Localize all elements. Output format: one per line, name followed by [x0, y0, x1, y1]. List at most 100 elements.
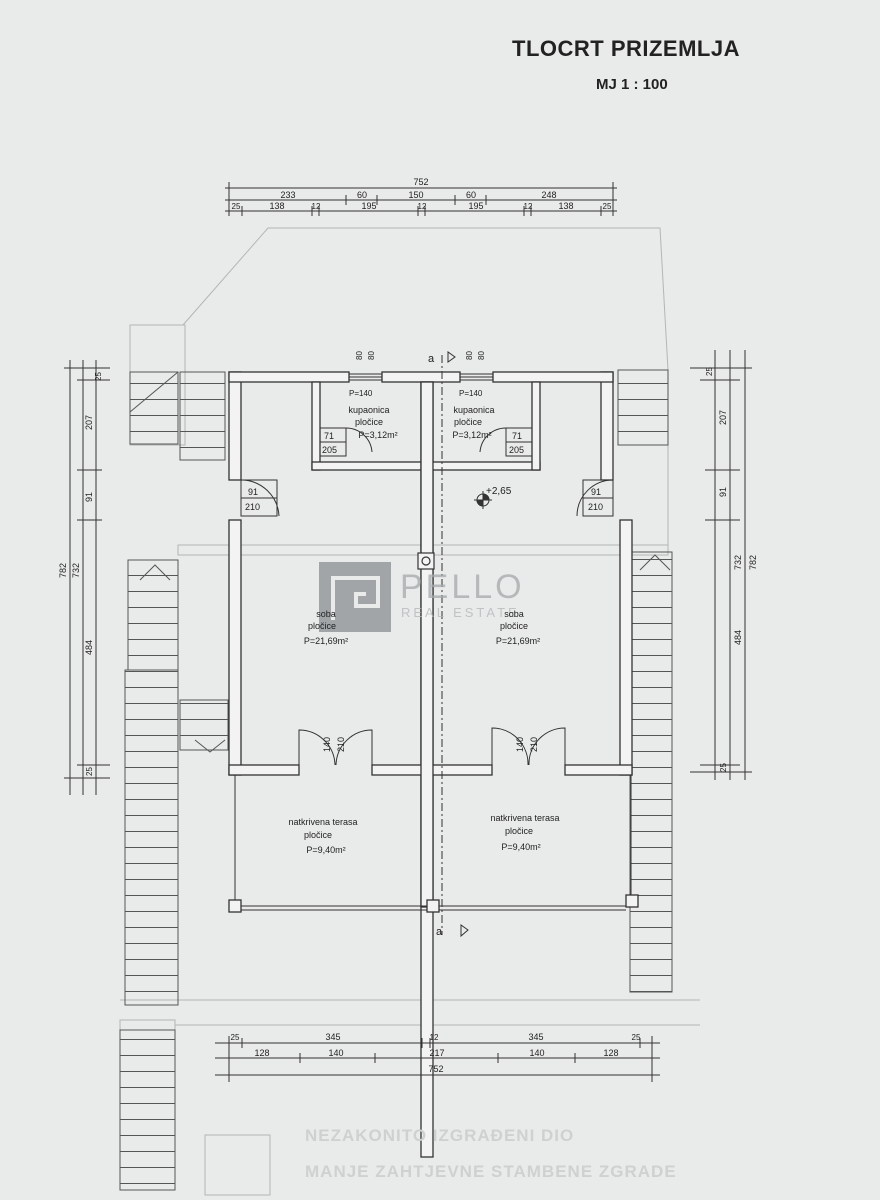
dim-top-r2-1: 138 — [269, 201, 284, 211]
dim-top-r1-3: 60 — [466, 190, 476, 200]
terrace-door-left-h: 210 — [336, 737, 346, 752]
dim-right-parts-2: 484 — [733, 630, 743, 645]
window-sill-right: P=140 — [459, 389, 483, 398]
terrace-left-area: P=9,40m² — [306, 845, 345, 855]
terrace-doors — [298, 727, 566, 766]
dim-top-r2-8: 25 — [603, 202, 612, 211]
terrace-right-name: natkrivena terasa — [490, 813, 559, 823]
window-dim-r1: 80 — [465, 351, 474, 360]
dim-bottom-r2-0: 128 — [254, 1048, 269, 1058]
dim-right-inner: 732 — [733, 555, 743, 570]
dim-top-r2-2: 12 — [312, 202, 321, 211]
room-bath-left-name: kupaonica — [348, 405, 389, 415]
window-dim-l1: 80 — [355, 351, 364, 360]
dim-top-r2-5: 195 — [468, 201, 483, 211]
room-bath-left-area: P=3,12m² — [358, 430, 397, 440]
dim-bottom-r1-1: 345 — [325, 1032, 340, 1042]
left-dimension-chain — [64, 360, 110, 795]
room-bath-left-finish: pločice — [355, 417, 383, 427]
section-arrow-top — [447, 351, 456, 363]
bath-doors — [319, 427, 533, 457]
terrace-right-finish: pločice — [505, 826, 533, 836]
entry-doors — [240, 479, 614, 517]
dim-bottom-r2-1: 140 — [328, 1048, 343, 1058]
dim-top-r1-1: 60 — [357, 190, 367, 200]
dim-right-outer: 782 — [748, 555, 758, 570]
terrace-door-left-w: 140 — [322, 737, 332, 752]
dim-right-bottom-small: 25 — [719, 763, 728, 772]
bath-door-right-w: 71 — [512, 431, 522, 441]
entry-door-right-h: 210 — [588, 502, 603, 512]
entry-door-left-h: 210 — [245, 502, 260, 512]
terrace-edges — [234, 775, 632, 911]
right-dimension-chain — [690, 350, 752, 780]
room-right-name: soba — [504, 609, 524, 619]
top-dimension-chain — [225, 182, 617, 216]
window-dim-r2: 80 — [477, 351, 486, 360]
dim-bottom-r1-3: 345 — [528, 1032, 543, 1042]
dim-left-p0: 207 — [84, 415, 94, 430]
dim-bottom-r2-4: 128 — [603, 1048, 618, 1058]
watermark-sub: REAL ESTATE — [401, 605, 520, 620]
dim-top-r2-6: 12 — [524, 202, 533, 211]
terrace-left-name: natkrivena terasa — [288, 817, 357, 827]
dim-top-r1-4: 248 — [541, 190, 556, 200]
section-arrow-bottom — [460, 924, 469, 938]
bath-door-right-h: 205 — [509, 445, 524, 455]
watermark: PELLO REAL ESTATE — [319, 562, 525, 632]
dim-left-inner: 732 — [71, 563, 81, 578]
bath-door-left-h: 205 — [322, 445, 337, 455]
watermark-brand: PELLO — [400, 568, 525, 606]
dim-top-r2-7: 138 — [558, 201, 573, 211]
room-bath-right-area: P=3,12m² — [452, 430, 491, 440]
dim-top-r1-2: 150 — [408, 190, 423, 200]
entry-door-left-w: 91 — [248, 487, 258, 497]
section-mark-bottom: a — [436, 926, 443, 938]
dim-bottom-total: 752 — [428, 1064, 443, 1074]
room-right-area: P=21,69m² — [496, 636, 540, 646]
level-value: +2,65 — [486, 486, 512, 497]
dim-bottom-r2-2: 217 — [429, 1048, 444, 1058]
duct — [417, 552, 435, 570]
dim-right-top-small: 25 — [705, 367, 714, 376]
dim-right-parts-1: 91 — [718, 487, 728, 497]
dim-left-p1: 91 — [84, 492, 94, 502]
window-dim-l2: 80 — [367, 351, 376, 360]
top-windows — [349, 373, 493, 381]
section-mark-top: a — [428, 353, 435, 365]
entry-door-right-w: 91 — [591, 487, 601, 497]
dim-top-r1-0: 233 — [280, 190, 295, 200]
dim-left-bottom-small: 25 — [85, 767, 94, 776]
terrace-door-right-h: 210 — [529, 737, 539, 752]
terrace-left-finish: pločice — [304, 830, 332, 840]
dim-bottom-r1-2: 12 — [430, 1033, 439, 1042]
dim-top-total: 752 — [413, 177, 428, 187]
terrace-right-area: P=9,40m² — [501, 842, 540, 852]
dim-bottom-r1-4: 25 — [632, 1033, 641, 1042]
dim-left-outer: 782 — [58, 563, 68, 578]
drawing-scale: MJ 1 : 100 — [596, 76, 668, 93]
faded-note-2: MANJE ZAHTJEVNE STAMBENE ZGRADE — [305, 1162, 677, 1181]
terrace-door-right-w: 140 — [515, 737, 525, 752]
dim-bottom-r1-0: 25 — [231, 1033, 240, 1042]
dim-bottom-r2-3: 140 — [529, 1048, 544, 1058]
room-left-area: P=21,69m² — [304, 636, 348, 646]
bottom-dimension-chain — [215, 1036, 660, 1082]
room-bath-right-finish: pločice — [454, 417, 482, 427]
level-marker — [474, 491, 492, 509]
room-bath-right-name: kupaonica — [453, 405, 494, 415]
window-sill-left: P=140 — [349, 389, 373, 398]
dim-left-top-small: 25 — [94, 372, 103, 381]
room-right-finish: pločice — [500, 621, 528, 631]
dim-left-p2: 484 — [84, 640, 94, 655]
watermark-logo-glyph — [331, 576, 380, 620]
stairs — [119, 369, 673, 1191]
dim-right-parts-0: 207 — [718, 410, 728, 425]
faded-note-1: NEZAKONITO IZGRAĐENI DIO — [305, 1126, 575, 1145]
dim-top-r2-4: 12 — [418, 202, 427, 211]
drawing-title: TLOCRT PRIZEMLJA — [512, 36, 740, 61]
room-left-finish: pločice — [308, 621, 336, 631]
dim-top-r2-0: 25 — [232, 202, 241, 211]
